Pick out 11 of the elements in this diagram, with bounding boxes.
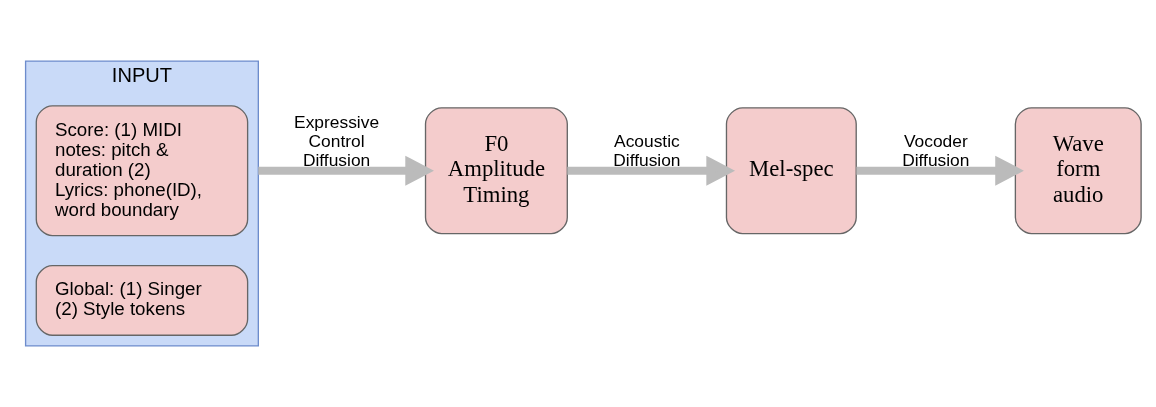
node-box: Mel-spec [725, 107, 857, 235]
edge-label: Expressive Control Diffusion [294, 112, 380, 170]
arrow [258, 155, 434, 186]
node-box: Score: (1) MIDI notes: pitch & duration (2) Lyrics: phone(ID), word boundary [35, 105, 249, 237]
node-box: Wave form audio [1014, 107, 1142, 235]
arrow [567, 155, 736, 186]
arrow [856, 155, 1024, 186]
edge-label: Acoustic Diffusion [613, 131, 681, 170]
node-box: Global: (1) Singer (2) Style tokens [35, 265, 249, 336]
node-box: F0 Amplitude Timing [424, 107, 568, 235]
edge-label: Vocoder Diffusion [902, 131, 970, 170]
